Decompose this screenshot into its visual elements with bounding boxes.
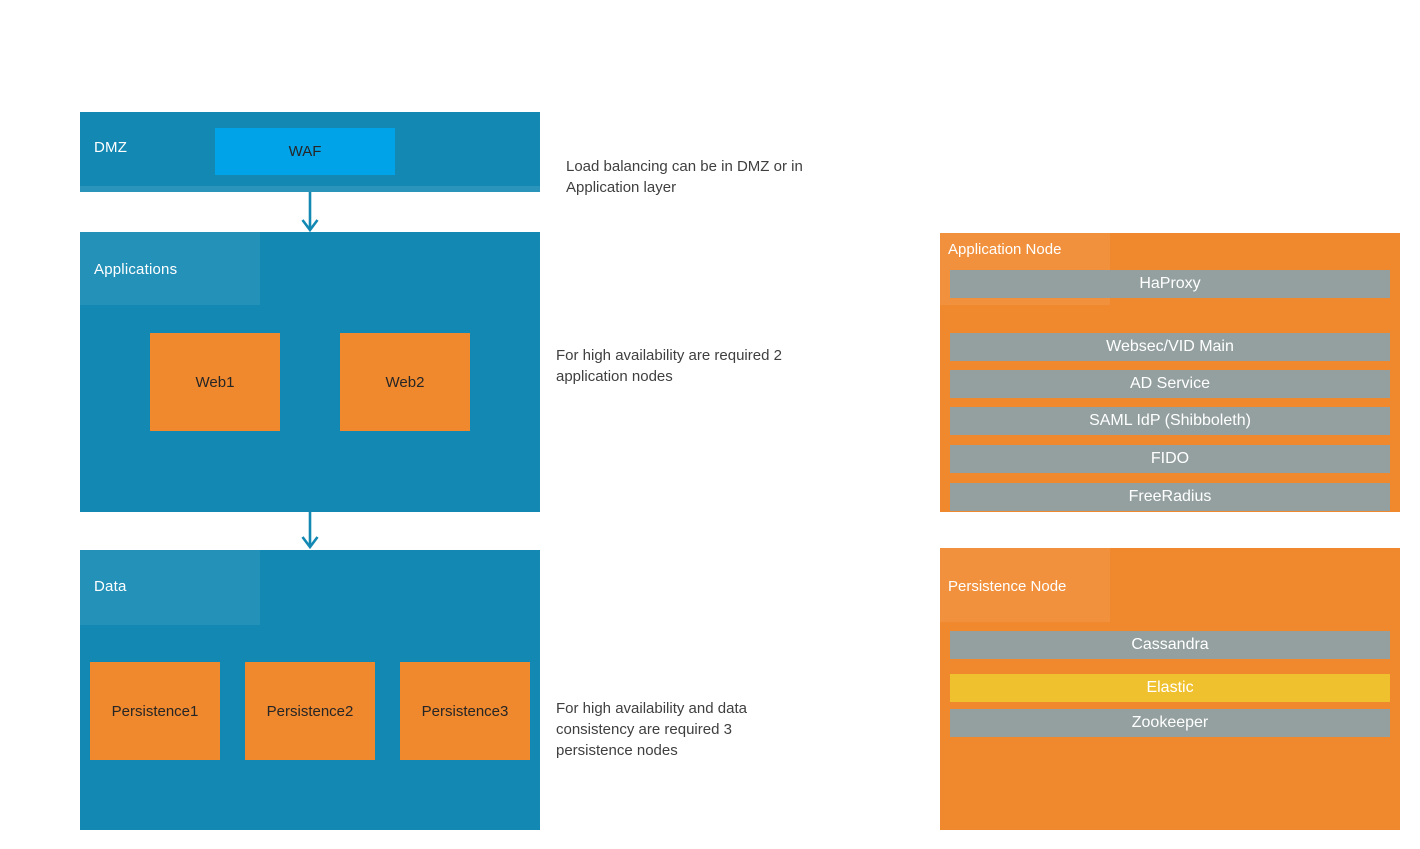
- annotation-line: application nodes: [556, 368, 673, 385]
- node-web1: Web1: [150, 333, 280, 431]
- layer-applications-label: Applications: [94, 261, 178, 278]
- node-web2-label: Web2: [385, 373, 425, 391]
- arrow-dmz-to-applications: [301, 192, 319, 232]
- node-web1-label: Web1: [195, 373, 235, 391]
- service-bar-fido: FIDO: [950, 445, 1390, 473]
- node-persistence1: Persistence1: [90, 662, 220, 760]
- service-bar-elastic: Elastic: [950, 674, 1390, 702]
- node-persistence1-label: Persistence1: [111, 702, 199, 720]
- layer-dmz-label: DMZ: [94, 139, 128, 156]
- persistence-node-title: Persistence Node: [948, 578, 1067, 595]
- annotation-load-balancing: Load balancing can be in DMZ or in Appli…: [566, 156, 886, 198]
- annotation-line: consistency are required 3: [556, 721, 732, 738]
- node-persistence3-label: Persistence3: [421, 702, 509, 720]
- layer-dmz: DMZ WAF: [80, 112, 540, 192]
- node-waf: WAF: [215, 128, 395, 175]
- application-node-title: Application Node: [948, 241, 1062, 258]
- node-persistence2: Persistence2: [245, 662, 375, 760]
- annotation-data-ha: For high availability and data consisten…: [556, 698, 876, 761]
- service-bar-zookeeper: Zookeeper: [950, 709, 1390, 737]
- node-web2: Web2: [340, 333, 470, 431]
- service-bar-cassandra: Cassandra: [950, 631, 1390, 659]
- node-waf-label: WAF: [288, 143, 322, 160]
- annotation-line: Application layer: [566, 179, 677, 196]
- layer-data: Data Persistence1 Persistence2 Persisten…: [80, 550, 540, 830]
- service-bar-saml-idp: SAML IdP (Shibboleth): [950, 407, 1390, 435]
- layer-applications: Applications Web1 Web2: [80, 232, 540, 512]
- annotation-line: For high availability and data: [556, 700, 747, 717]
- annotation-line: Load balancing can be in DMZ or in: [566, 158, 803, 175]
- service-bar-freeradius: FreeRadius: [950, 483, 1390, 511]
- node-persistence3: Persistence3: [400, 662, 530, 760]
- arrow-applications-to-data: [301, 511, 319, 549]
- service-bar-haproxy: HaProxy: [950, 270, 1390, 298]
- annotation-line: For high availability are required 2: [556, 347, 782, 364]
- annotation-line: persistence nodes: [556, 742, 678, 759]
- node-persistence2-label: Persistence2: [266, 702, 354, 720]
- detail-application-node: Application Node HaProxy Websec/VID Main…: [940, 233, 1400, 512]
- layer-data-label: Data: [94, 578, 127, 595]
- service-bar-websec-vid-main: Websec/VID Main: [950, 333, 1390, 361]
- annotation-application-ha: For high availability are required 2 app…: [556, 345, 876, 387]
- service-bar-ad-service: AD Service: [950, 370, 1390, 398]
- detail-persistence-node: Persistence Node Cassandra Elastic Zooke…: [940, 548, 1400, 830]
